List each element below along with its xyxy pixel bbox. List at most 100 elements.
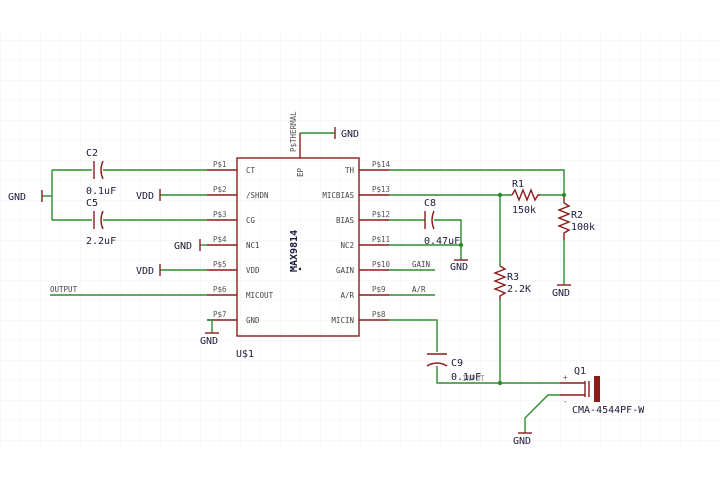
ic-pin8-name: MICIN — [331, 316, 354, 325]
gnd-symbol-c8[interactable]: GND — [450, 259, 468, 273]
left-gnd-bus — [42, 169, 207, 221]
r3-ref: R3 — [507, 272, 519, 283]
c2-ref: C2 — [86, 148, 98, 159]
ic-body — [236, 157, 360, 337]
r1-body — [511, 188, 540, 202]
ic-pin5-name: VDD — [246, 266, 260, 275]
ic-pin7-name: GND — [246, 316, 260, 325]
junction-r1-r2 — [561, 192, 567, 198]
mic-part: CMA-4544PF-W — [572, 405, 645, 416]
gnd-symbol-mic[interactable]: GND — [513, 432, 532, 447]
ic-pin4-name: NC1 — [246, 241, 260, 250]
ic-pin8-num: P$8 — [372, 310, 386, 319]
gnd-label: GND — [552, 288, 570, 299]
r2-value: 100k — [571, 222, 595, 233]
capacitor-c5[interactable]: C5 2.2uF — [86, 198, 116, 247]
ic-pin1-name: CT — [246, 166, 256, 175]
ic-pin13-num: P$13 — [372, 185, 390, 194]
ic-pin1-num: P$1 — [213, 160, 227, 169]
resistor-r1[interactable]: R1 150k — [511, 179, 540, 216]
ic-pin10-name: GAIN — [336, 266, 354, 275]
gnd-symbol-pin4[interactable]: GND — [174, 239, 207, 252]
ic-pin3-num: P$3 — [213, 210, 227, 219]
c9-ref: C9 — [451, 358, 463, 369]
ic-pin2-num: P$2 — [213, 185, 227, 194]
net-ar[interactable]: A/R — [412, 285, 426, 294]
ic-pin11-num: P$11 — [372, 235, 390, 244]
c5-plate-right — [100, 210, 104, 230]
gnd-label: GND — [450, 262, 468, 273]
r1-ref: R1 — [512, 179, 524, 190]
wire-c9-mic — [436, 366, 560, 384]
capacitor-c9[interactable]: C9 0.1uF — [426, 353, 481, 383]
gnd-symbol-pin7[interactable]: GND — [200, 319, 219, 347]
net-gain-label: GAIN — [412, 260, 430, 269]
wire-gnd-pin7 — [207, 319, 213, 333]
gnd-label: GND — [200, 336, 218, 347]
ic-pin7-num: P$7 — [213, 310, 227, 319]
capacitor-c2[interactable]: C2 0.1uF — [86, 148, 116, 197]
mic-diaphragm — [594, 376, 600, 402]
vdd-label: VDD — [136, 266, 154, 277]
c9-plate-bottom — [426, 362, 448, 367]
vdd-label: VDD — [136, 191, 154, 202]
ic-pin-thermal-name: EP — [296, 167, 305, 177]
gnd-label: GND — [174, 241, 192, 252]
net-input-label: INPUT — [462, 374, 485, 383]
ic-pin6-num: P$6 — [213, 285, 227, 294]
ic-pin1-marker — [298, 267, 302, 271]
wire-th — [389, 169, 565, 197]
ic-pin12-num: P$12 — [372, 210, 390, 219]
gnd-label: GND — [8, 192, 26, 203]
ic-refdes: U$1 — [236, 349, 254, 360]
ic-pin13-name: MICBIAS — [322, 191, 354, 200]
junction-c9-r3 — [497, 380, 503, 386]
vdd-symbol-pin5[interactable]: VDD — [136, 264, 207, 277]
ic-pin10-num: P$10 — [372, 260, 391, 269]
gnd-symbol-r2[interactable]: GND — [552, 284, 571, 299]
wire-micin — [389, 319, 438, 352]
r3-body — [493, 265, 507, 300]
ic-pin11-name: NC2 — [340, 241, 354, 250]
net-output[interactable]: OUTPUT — [50, 285, 207, 296]
gnd-symbol-thermal[interactable]: GND — [300, 127, 359, 140]
r2-body — [557, 202, 571, 240]
c5-value: 2.2uF — [86, 236, 116, 247]
c9-value: 0.1uF — [451, 372, 481, 383]
wire-mic-gnd — [524, 394, 560, 433]
mic-plus: + — [563, 373, 568, 382]
vdd-symbol-pin2[interactable]: VDD — [136, 189, 207, 202]
ic-pin14-name: TH — [345, 166, 355, 175]
gnd-label: GND — [513, 436, 531, 447]
ic-pin12-name: BIAS — [336, 216, 355, 225]
c2-plate-right — [100, 160, 104, 180]
ic-pin9-num: P$9 — [372, 285, 386, 294]
ic-max9814[interactable]: MAX9814 U$1 EP P$THERMAL P$1 P$2 P$3 P$4… — [207, 111, 391, 360]
ic-pin3-name: CG — [246, 216, 256, 225]
ic-pin6-name: MICOUT — [246, 291, 274, 300]
c2-value: 0.1uF — [86, 186, 116, 197]
r3-value: 2.2K — [507, 284, 531, 295]
mic-ref: Q1 — [574, 366, 586, 377]
ic-pin4-num: P$4 — [213, 235, 227, 244]
mic-minus: - — [563, 397, 568, 406]
ic-pin9-name: A/R — [340, 291, 354, 300]
junction-nc2 — [458, 242, 464, 248]
r2-ref: R2 — [571, 210, 583, 221]
net-gain[interactable]: GAIN — [412, 260, 430, 269]
gnd-symbol-left[interactable]: GND — [8, 190, 43, 203]
microphone-q1[interactable]: + - Q1 CMA-4544PF-W — [560, 366, 645, 416]
ic-pin5-num: P$5 — [213, 260, 227, 269]
net-input[interactable]: INPUT — [462, 374, 485, 383]
net-output-label: OUTPUT — [50, 285, 78, 294]
resistor-r3[interactable]: R3 2.2K — [493, 265, 531, 300]
ic-pin14-num: P$14 — [372, 160, 391, 169]
capacitor-c8[interactable]: C8 0.47uF — [424, 198, 460, 247]
c8-value: 0.47uF — [424, 236, 460, 247]
net-ar-label: A/R — [412, 285, 426, 294]
resistor-r2[interactable]: R2 100k — [557, 197, 595, 240]
c8-plate-right — [431, 210, 435, 230]
c5-ref: C5 — [86, 198, 98, 209]
gnd-label: GND — [341, 129, 359, 140]
